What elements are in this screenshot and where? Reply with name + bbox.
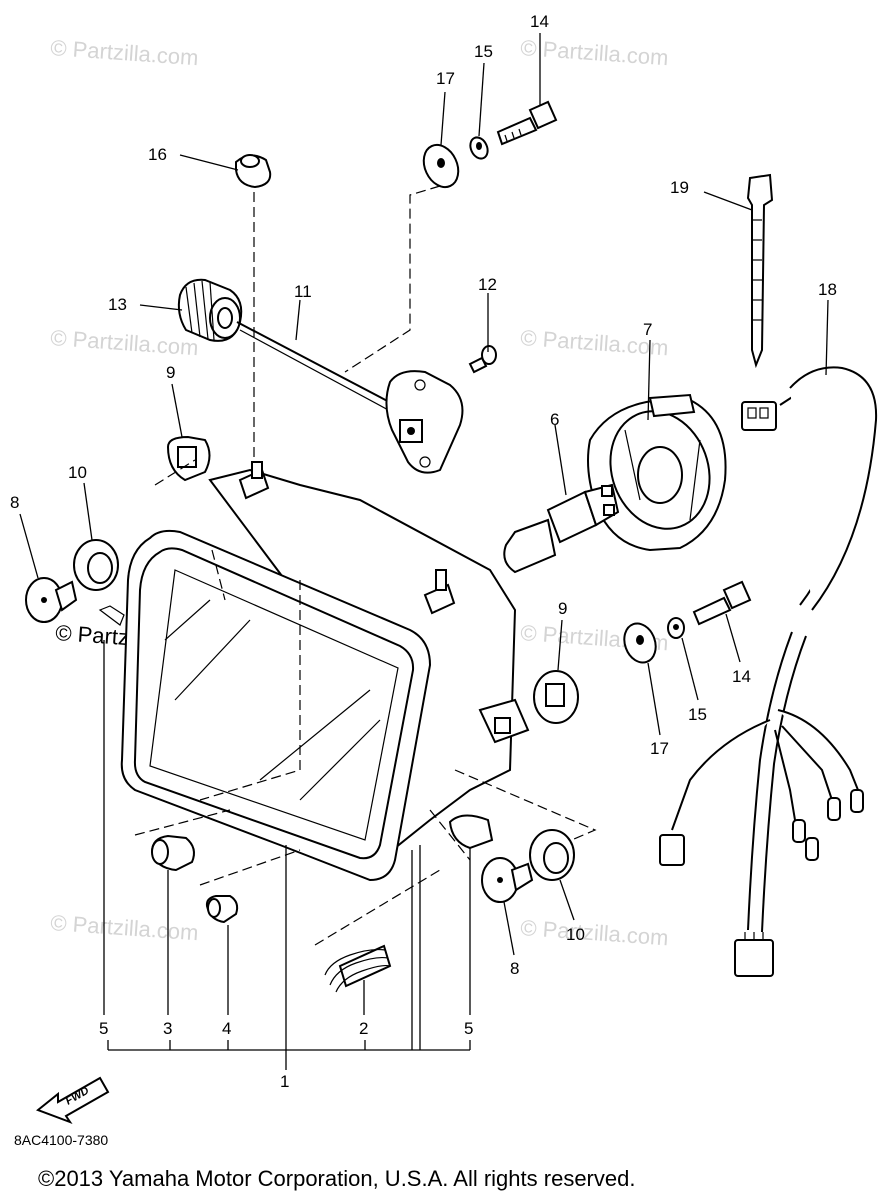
watermark: © Partzilla.com <box>520 35 670 70</box>
callout-15: 15 <box>474 42 493 61</box>
callout-19: 19 <box>670 178 689 197</box>
callout-4: 4 <box>222 1019 231 1038</box>
callout-18: 18 <box>818 280 837 299</box>
callout-6: 6 <box>550 410 559 429</box>
callout-1: 1 <box>280 1072 289 1091</box>
callout-9: 9 <box>166 363 175 382</box>
part-11-adjuster-rod <box>236 321 464 474</box>
parts-8-9-10-left <box>25 435 211 626</box>
part-13-adjust-knob <box>177 278 243 342</box>
callout-7: 7 <box>643 320 652 339</box>
callout-bracket <box>107 845 471 1070</box>
parts-14-15-17-top <box>344 100 558 373</box>
callout-14: 14 <box>530 12 549 31</box>
callout-9: 9 <box>558 599 567 618</box>
callout-13: 13 <box>108 295 127 314</box>
callouts: 1 2 3 4 5 5 6 7 8 8 9 9 10 10 11 12 13 1… <box>10 12 837 1091</box>
callout-8: 8 <box>510 959 519 978</box>
callout-2: 2 <box>359 1019 368 1038</box>
callout-8: 8 <box>10 493 19 512</box>
callout-15: 15 <box>688 705 707 724</box>
callout-5: 5 <box>99 1019 108 1038</box>
part-19-cable-tie <box>746 173 774 369</box>
parts-2-3-4 <box>134 809 441 993</box>
callout-3: 3 <box>163 1019 172 1038</box>
part-7-bulb-cover <box>587 393 727 552</box>
parts-9-14-15-17-right <box>533 580 752 724</box>
part-12-screw <box>468 345 497 374</box>
callout-17: 17 <box>650 739 669 758</box>
callout-10: 10 <box>68 463 87 482</box>
diagram-code: 8AC4100-7380 <box>14 1132 108 1148</box>
watermark: © Partzilla.com <box>520 915 670 950</box>
watermark: © Partzilla.com <box>50 325 200 360</box>
callout-14: 14 <box>732 667 751 686</box>
fwd-arrow-icon: FWD <box>36 1076 110 1125</box>
callout-16: 16 <box>148 145 167 164</box>
watermark: © Partzilla.com <box>50 35 200 70</box>
part-18-socket-cord <box>741 366 878 611</box>
leader-lines <box>19 33 829 1015</box>
parts-8-10-right <box>481 829 575 903</box>
part-5-clips <box>448 814 494 850</box>
callout-12: 12 <box>478 275 497 294</box>
copyright-notice: ©2013 Yamaha Motor Corporation, U.S.A. A… <box>38 1166 635 1191</box>
part-6-bulb <box>503 483 620 574</box>
callout-5: 5 <box>464 1019 473 1038</box>
callout-10: 10 <box>566 925 585 944</box>
callout-11: 11 <box>294 282 312 301</box>
callout-17: 17 <box>436 69 455 88</box>
part-1-headlight-unit <box>120 459 597 882</box>
watermark: © Partzilla.com <box>50 910 200 945</box>
wire-harness <box>659 631 864 977</box>
